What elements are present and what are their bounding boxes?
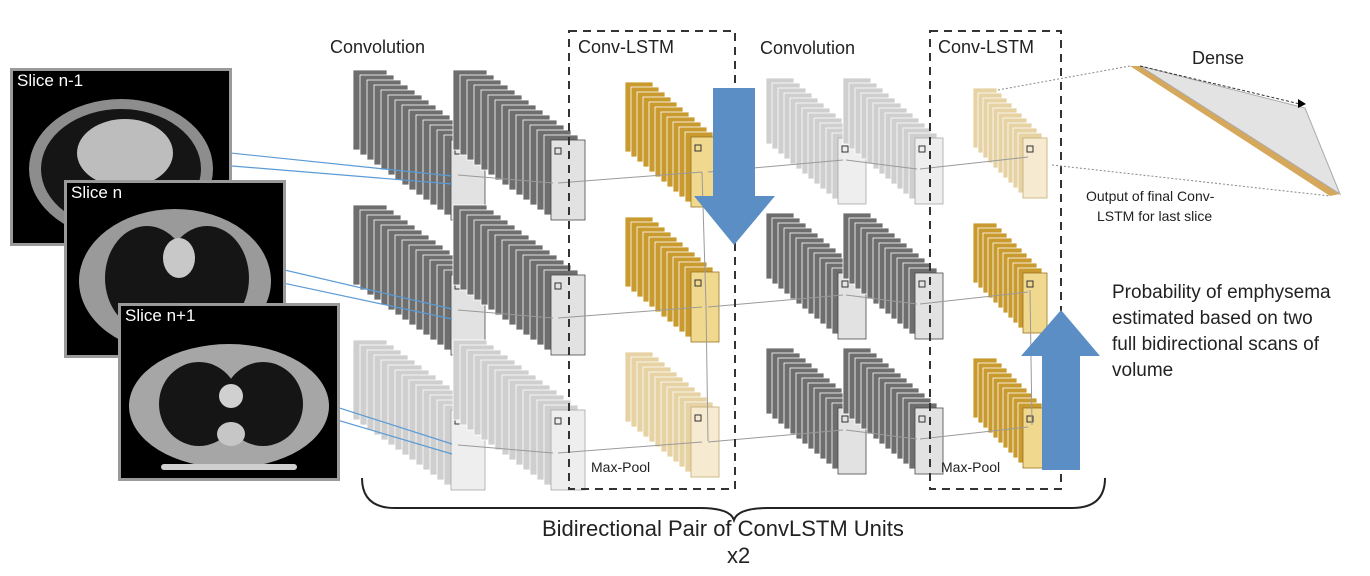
feature-map-stacks — [352, 69, 1048, 491]
header-convlstm-1: Conv-LSTM — [578, 37, 675, 57]
label-final-output-1: Output of final Conv- — [1086, 188, 1215, 204]
link-conv1-conv2-0 — [457, 174, 554, 184]
conv2-stack-1 — [452, 204, 586, 356]
conv4-stack-2 — [842, 347, 944, 475]
conv3-stack-0 — [765, 77, 867, 205]
convlstm2-stack-0 — [972, 87, 1048, 199]
dense-plane — [1130, 66, 1340, 196]
label-probability-3: full bidirectional scans of — [1112, 334, 1319, 355]
link-conv4-lstm2-2 — [919, 426, 1029, 440]
header-convolution-2: Convolution — [760, 38, 856, 58]
link-lstm2-vertical-a — [1029, 289, 1033, 426]
conv1-stack-0 — [352, 69, 486, 221]
header-dense: Dense — [1192, 48, 1245, 68]
dense-arrow-head — [1298, 99, 1306, 108]
header-convlstm-2: Conv-LSTM — [938, 37, 1035, 57]
caption-multiplier: x2 — [727, 543, 751, 568]
bracket — [361, 477, 1106, 524]
label-maxpool-1: Max-Pool — [591, 459, 651, 475]
ct-slice-n-1: Slice n-1 — [10, 68, 232, 246]
convlstm1-stack-2 — [624, 351, 720, 478]
link-conv1-conv2-2 — [457, 444, 554, 454]
slice-label: Slice n-1 — [17, 71, 84, 90]
link-conv2-lstm1-1 — [557, 306, 703, 319]
conv2-stack-0 — [452, 69, 586, 221]
conv2-stack-2 — [452, 339, 586, 491]
link-conv2-lstm1-2 — [557, 441, 703, 454]
label-probability-4: volume — [1112, 360, 1174, 381]
link-lstm1-vertical-b — [705, 305, 709, 442]
dense-layer-shape — [997, 65, 1342, 197]
link-lstm1-conv3-1 — [707, 294, 844, 308]
label-final-output-2: LSTM for last slice — [1097, 208, 1213, 224]
convlstm2-stack-1 — [972, 222, 1048, 334]
convlstm1-stack-0 — [624, 81, 720, 208]
slice-label: Slice n — [71, 183, 123, 202]
convlstm-box-1 — [568, 30, 736, 490]
convlstm2-stack-2 — [972, 357, 1048, 469]
ct-slice-n-plus-1: Slice n+1 — [118, 303, 340, 481]
conv4-stack-1 — [842, 212, 944, 340]
label-maxpool-2: Max-Pool — [941, 459, 1001, 475]
link-lstm1-vertical-a — [701, 171, 707, 307]
bottom-brace — [361, 477, 1106, 524]
up-arrow — [1021, 310, 1100, 470]
ct-image-n-plus-1 — [129, 344, 329, 470]
direction-arrows — [694, 88, 1100, 470]
link-conv2-lstm1-0 — [557, 171, 703, 184]
conv4-stack-0 — [842, 77, 944, 205]
dashed-boxes — [568, 30, 1062, 490]
link-conv3-conv4-1 — [845, 294, 918, 305]
link-conv4-lstm2-1 — [919, 291, 1029, 305]
link-lstm1-conv3-2 — [707, 429, 844, 443]
down-arrow — [694, 88, 775, 245]
label-probability-1: Probability of emphysema — [1112, 282, 1331, 303]
label-probability-2: estimated based on two — [1112, 308, 1313, 329]
link-conv1-conv2-1 — [457, 309, 554, 319]
dense-face — [1139, 65, 1342, 196]
link-conv3-conv4-0 — [845, 159, 918, 170]
conv3-stack-2 — [765, 347, 867, 475]
link-conv3-conv4-2 — [845, 429, 918, 440]
slice-label: Slice n+1 — [125, 306, 196, 325]
link-conv4-lstm2-0 — [919, 156, 1029, 170]
caption-title: Bidirectional Pair of ConvLSTM Units — [542, 516, 904, 541]
header-convolution-1: Convolution — [330, 37, 426, 57]
